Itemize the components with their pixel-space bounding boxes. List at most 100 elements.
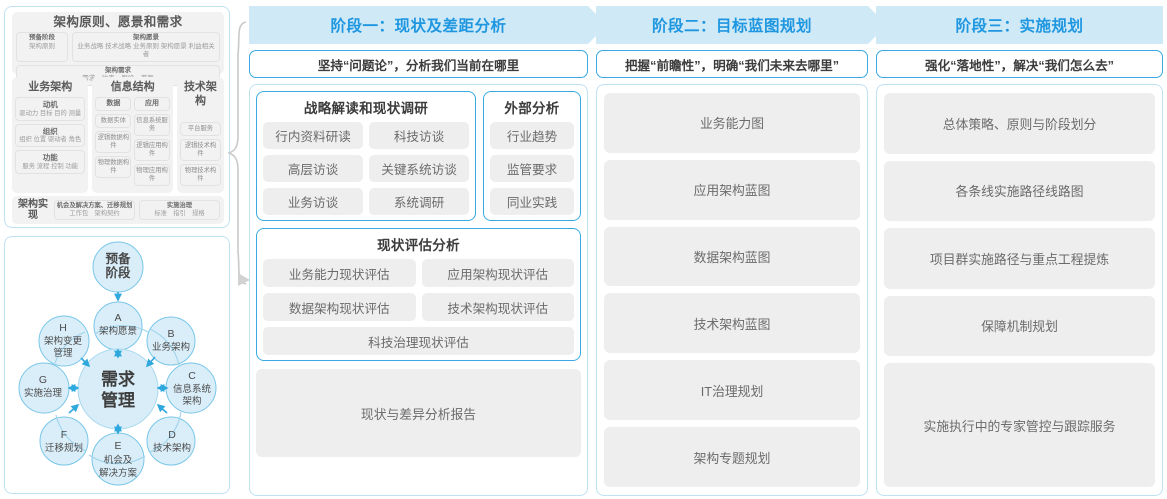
chip-item[interactable]: 行内资料研读 (263, 122, 363, 149)
chip-item[interactable]: 监管要求 (490, 155, 574, 182)
chip-item[interactable]: 行业趋势 (490, 122, 574, 149)
chip-item[interactable]: 系统调研 (369, 188, 469, 215)
cell-sub: 标准 指引 规格 (154, 210, 205, 217)
node-f (39, 416, 89, 466)
card-strategy-research: 战略解读和现状调研 行内资料研读 科技访谈 高层访谈 关键系统访谈 业务访谈 系… (256, 91, 476, 221)
phase-3-item[interactable]: 实施执行中的专家管控与跟踪服务 (884, 363, 1155, 488)
chip-item[interactable]: 业务能力现状评估 (263, 259, 416, 287)
cell-prelim: 预备阶段 架构原则 (16, 32, 68, 62)
node-c-label-2: 架构 (182, 395, 201, 407)
card-external-analysis: 外部分析 行业趋势 监管要求 同业实践 (483, 91, 581, 221)
card-title: 战略解读和现状调研 (303, 101, 429, 116)
node-b-label: 业务架构 (152, 341, 190, 353)
cell-function: 功能 服务 流程 控制 功能 (15, 150, 86, 174)
phase-3-item[interactable]: 项目群实施路径与重点工程提炼 (884, 228, 1155, 289)
cell-sub: 服务 流程 控制 功能 (22, 162, 79, 170)
chip-item[interactable]: 应用架构现状评估 (421, 259, 574, 287)
card-chip-grid: 业务能力现状评估 应用架构现状评估 数据架构现状评估 技术架构现状评估 (263, 259, 574, 321)
phase-1-header: 阶段一：现状及差距分析 (249, 6, 607, 44)
chip-item[interactable]: 关键系统访谈 (369, 155, 469, 182)
architecture-domains-row: 业务架构 动机 驱动力 目标 目的 测量 组织 组织 位置 驱动者 角色 功能 … (12, 77, 224, 193)
phase-3-item[interactable]: 保障机制规划 (884, 295, 1155, 356)
chip-item-full[interactable]: 科技治理现状评估 (263, 327, 574, 355)
phase-1-report-chip[interactable]: 现状与差异分析报告 (256, 369, 581, 457)
phase-2-body: 业务能力图 应用架构蓝图 数据架构蓝图 技术架构蓝图 IT治理规划 架构专题规划 (596, 84, 868, 496)
node-d-key: D (168, 429, 176, 441)
chip-item[interactable]: 技术架构现状评估 (421, 293, 574, 321)
node-b-key: B (167, 328, 174, 340)
node-prelim-label-1: 预备 (105, 251, 131, 266)
subcolumn-item: 物理数据构件 (95, 156, 132, 178)
phase-2-item[interactable]: 架构专题规划 (604, 427, 860, 487)
node-e-key: E (114, 440, 121, 452)
node-b (146, 316, 196, 366)
cell-sub: 驱动力 目标 目的 测量 (19, 109, 82, 117)
brace-connector (228, 21, 250, 286)
node-a-key: A (114, 312, 121, 324)
phase-2-item[interactable]: IT治理规划 (604, 360, 860, 421)
cell-sub: 组织 位置 驱动者 角色 (19, 136, 82, 143)
chip-item[interactable]: 高层访谈 (263, 155, 363, 182)
cycle-center-label-1: 需求 (101, 369, 135, 389)
chevron-right-icon (588, 6, 607, 44)
node-e-label-2: 解决方案 (99, 467, 138, 479)
phase-3-header-label: 阶段三：实施规划 (955, 18, 1084, 35)
node-g-label: 实施治理 (24, 387, 63, 399)
phase-3-item[interactable]: 各条线实施路径线路图 (884, 160, 1155, 221)
chip-item[interactable]: 同业实践 (490, 188, 574, 215)
node-h-label-2: 管理 (53, 347, 73, 359)
togaf-content-framework-panel: 架构原则、愿景和需求 预备阶段 架构原则 架构愿景 业务战略 技术战略 业务原则… (4, 6, 230, 228)
phase-3-item[interactable]: 总体策略、原则与阶段划分 (884, 93, 1155, 154)
cell-opportunities: 机会及解决方案、迁移规划 工作包 架构契约 (54, 200, 135, 220)
phase-2-item[interactable]: 应用架构蓝图 (604, 159, 860, 220)
node-h-label-1: 架构变更 (44, 335, 83, 347)
subcolumn-head: 数据 (95, 97, 132, 111)
cell-title: 实施治理 (166, 202, 193, 209)
phase-1-top-row: 战略解读和现状调研 行内资料研读 科技访谈 高层访谈 关键系统访谈 业务访谈 系… (256, 91, 581, 221)
chip-item[interactable]: 科技访谈 (369, 122, 469, 149)
cycle-center-label-2: 管理 (101, 390, 135, 410)
information-structure-column: 信息结构 数据 数据实体 逻辑数据构件 物理数据构件 应用 信息系统服务 逻辑应… (92, 77, 173, 193)
node-h (38, 315, 90, 367)
node-c-key: C (188, 370, 196, 382)
phase-3: 阶段三：实施规划 强化“落地性”，解决“我们怎么去” 总体策略、原则与阶段划分 … (876, 6, 1163, 496)
node-center (77, 348, 159, 430)
block-title: 架构原则、愿景和需求 (53, 15, 183, 29)
phase-2-item[interactable]: 数据架构蓝图 (604, 226, 860, 287)
node-c-label-1: 信息系统 (173, 383, 212, 395)
phase-2-item[interactable]: 业务能力图 (604, 93, 860, 153)
card-current-state-assessment: 现状评估分析 业务能力现状评估 应用架构现状评估 数据架构现状评估 技术架构现状… (256, 228, 581, 361)
column-title: 业务架构 (28, 81, 73, 93)
architecture-principles-block: 架构原则、愿景和需求 预备阶段 架构原则 架构愿景 业务战略 技术战略 业务原则… (12, 12, 224, 86)
node-d (146, 416, 196, 466)
phase-1: 阶段一：现状及差距分析 坚持“问题论”，分析我们当前在哪里 战略解读和现状调研 … (249, 6, 607, 496)
node-g-key: G (39, 374, 47, 386)
application-subcolumn: 应用 信息系统服务 逻辑应用构件 物理应用构件 (134, 97, 170, 189)
chip-item[interactable]: 数据架构现状评估 (263, 293, 416, 321)
chip-item[interactable]: 业务访谈 (263, 188, 363, 215)
tech-item: 平台服务 (179, 122, 221, 136)
cell-title: 功能 (42, 153, 58, 162)
cell-title: 预备阶段 (29, 34, 55, 41)
business-architecture-column: 业务架构 动机 驱动力 目标 目的 测量 组织 组织 位置 驱动者 角色 功能 … (12, 77, 89, 193)
card-title: 外部分析 (504, 101, 560, 116)
phase-2: 阶段二：目标蓝图规划 把握“前瞻性”，明确“我们未来去哪里” 业务能力图 应用架… (596, 6, 887, 496)
cell-sub: 业务战略 技术战略 业务原则 架构愿景 利益相关者 (77, 42, 215, 59)
subcolumn-item: 信息系统服务 (134, 114, 170, 136)
subcolumn-item: 物理应用构件 (134, 164, 170, 186)
adm-cycle-panel: 预备 阶段 A 架构愿景 B 业务架构 C 信息系统 架构 D 技术架构 E 机… (4, 236, 230, 494)
node-d-label: 技术架构 (153, 442, 191, 454)
card-chip-grid: 行内资料研读 科技访谈 高层访谈 关键系统访谈 业务访谈 系统调研 (263, 122, 469, 215)
cell-motivation: 动机 驱动力 目标 目的 测量 (15, 97, 86, 121)
block-label: 架构实现 (18, 199, 48, 221)
node-f-key: F (61, 429, 67, 441)
cell-title: 动机 (42, 100, 58, 109)
phase-2-item[interactable]: 技术架构蓝图 (604, 293, 860, 354)
node-f-label: 迁移规划 (45, 442, 83, 454)
phase-1-body: 战略解读和现状调研 行内资料研读 科技访谈 高层访谈 关键系统访谈 业务访谈 系… (249, 84, 588, 496)
cell-sub: 架构原则 (29, 42, 55, 50)
tech-item: 物理技术构件 (179, 164, 221, 186)
technology-architecture-column: 技术架构 平台服务 逻辑技术构件 物理技术构件 (176, 77, 224, 193)
cell-title: 组织 (42, 126, 58, 136)
tech-item: 逻辑技术构件 (179, 139, 221, 161)
